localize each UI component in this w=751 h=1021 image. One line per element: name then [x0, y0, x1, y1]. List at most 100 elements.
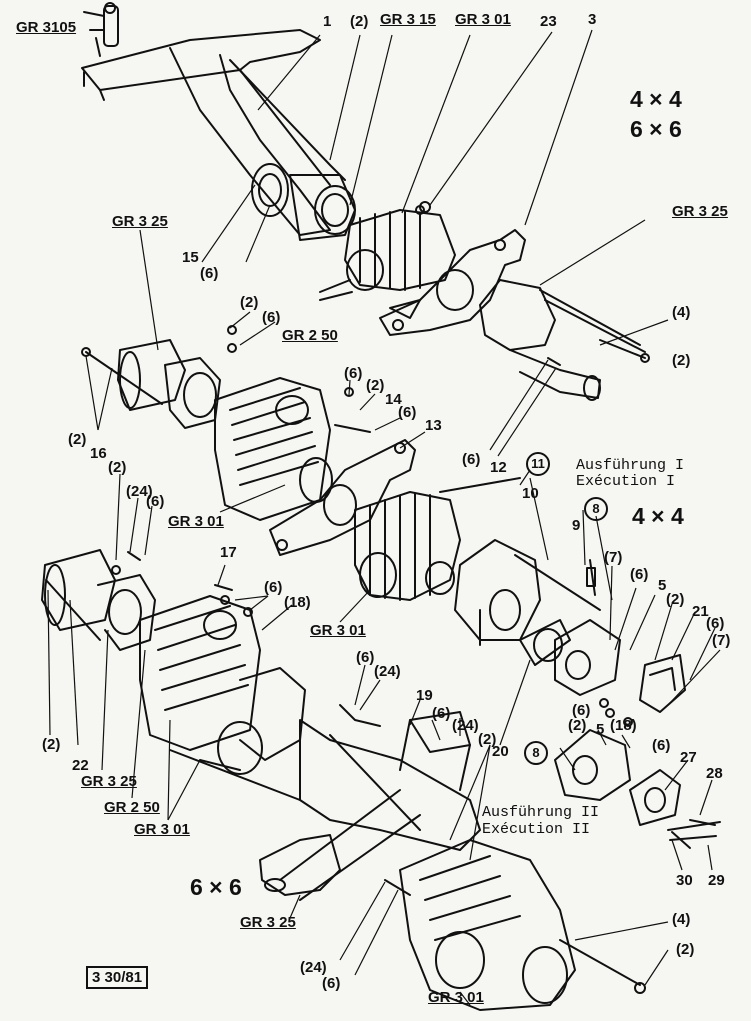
part-6-f: (6) — [264, 579, 283, 596]
ref-gr325-low: GR 3 25 — [81, 773, 137, 790]
lower-left-tube — [41, 549, 156, 651]
part-5-b: 5 — [596, 721, 605, 738]
part-7-a: (7) — [604, 549, 623, 566]
figure-code: 3 30/81 — [86, 966, 149, 989]
execution-2-brackets — [554, 729, 721, 841]
ref-gr301-top: GR 3 01 — [455, 11, 511, 28]
axle-bracket-13 — [269, 439, 416, 556]
part-6-h: (6) — [706, 615, 725, 632]
part-9: 9 — [572, 517, 581, 534]
part-4-lower: (4) — [672, 911, 691, 928]
part-2-g: (2) — [478, 731, 497, 748]
lower-gearbox — [139, 595, 306, 801]
part-12: 12 — [490, 459, 507, 476]
variant-6x6-lower: 6 × 6 — [190, 874, 242, 900]
part-21: 21 — [692, 603, 709, 620]
ref-gr301-mid-left: GR 3 01 — [168, 513, 224, 530]
variant-4x4-heading: 4 × 4 — [630, 86, 682, 112]
leader-lines — [47, 29, 721, 1006]
part-6-g: (6) — [630, 566, 649, 583]
ref-gr3105: GR 3105 — [16, 19, 77, 36]
part-27: 27 — [680, 749, 697, 766]
part-2-f: (2) — [666, 591, 685, 608]
part-6-d: (6) — [462, 451, 481, 468]
lower-axle-housing — [259, 711, 481, 901]
upper-right-housing — [479, 279, 646, 401]
part-2-left: (2) — [68, 431, 87, 448]
ref-gr301-mid: GR 3 01 — [310, 622, 366, 639]
execution-2-fr: Exécution II — [482, 821, 591, 838]
part-6-k: (6) — [572, 702, 591, 719]
part-6-c: (6) — [398, 404, 417, 421]
part-6-a: (6) — [262, 309, 281, 326]
part-18-a: (18) — [284, 594, 311, 611]
tow-pin-assembly — [83, 2, 119, 57]
part-24-a: (24) — [126, 483, 153, 500]
axle-bracket-3 — [379, 229, 526, 336]
execution-1-fr: Exécution I — [576, 473, 676, 490]
part-4-upper: (4) — [672, 304, 691, 321]
ref-gr301-bottom: GR 3 01 — [428, 989, 484, 1006]
part-24-d: (24) — [300, 959, 327, 976]
tie-rod-upper-right — [599, 339, 650, 363]
ref-gr325-right: GR 3 25 — [672, 203, 728, 220]
mid-left-tube — [117, 339, 221, 429]
part-23: 23 — [540, 13, 557, 30]
part-24-b: (24) — [374, 663, 401, 680]
mid-differential — [354, 477, 521, 601]
ref-gr325-left: GR 3 25 — [112, 213, 168, 230]
part-20: 20 — [492, 743, 509, 760]
part-6-i: (6) — [356, 649, 375, 666]
part-2-b: (2) — [366, 377, 385, 394]
part-15: 15 — [182, 249, 199, 266]
execution-1-4x4: 4 × 4 — [632, 503, 684, 529]
part-16: 16 — [90, 445, 107, 462]
ref-gr315: GR 3 15 — [380, 11, 436, 28]
mid-gearbox — [214, 377, 333, 521]
part-29: 29 — [708, 872, 725, 889]
execution-2-de: Ausführung II — [482, 804, 600, 821]
part-2-top: (2) — [350, 13, 369, 30]
part-3: 3 — [588, 11, 597, 28]
bottom-differential — [399, 839, 646, 1011]
part-14: 14 — [385, 391, 402, 408]
part-28: 28 — [706, 765, 723, 782]
part-6-m: (6) — [322, 975, 341, 992]
part-6-j: (6) — [432, 705, 451, 722]
part-19: 19 — [416, 687, 433, 704]
part-2-a: (2) — [240, 294, 259, 311]
part-2-lower: (2) — [676, 941, 695, 958]
part-30: 30 — [676, 872, 693, 889]
part-6-b: (6) — [344, 365, 363, 382]
part-10: 10 — [522, 485, 539, 502]
part-7-b: (7) — [712, 632, 731, 649]
part-11: 11 — [526, 452, 550, 476]
part-8-top: 8 — [584, 497, 608, 521]
execution-1-de: Ausführung I — [576, 457, 685, 474]
part-24-c: (24) — [452, 717, 479, 734]
part-5-a: 5 — [658, 577, 667, 594]
part-6-l: (6) — [652, 737, 671, 754]
part-2-h: (2) — [42, 736, 61, 753]
ref-gr250-low: GR 2 50 — [104, 799, 160, 816]
frame-beam — [81, 29, 356, 241]
part-22: 22 — [72, 757, 89, 774]
top-axle-housing — [319, 201, 456, 301]
part-6-top: (6) — [200, 265, 219, 282]
part-2-e: (2) — [108, 459, 127, 476]
part-8-bottom: 8 — [524, 741, 548, 765]
ref-gr301-low: GR 3 01 — [134, 821, 190, 838]
ref-gr325-bottom: GR 3 25 — [240, 914, 296, 931]
variant-6x6-heading: 6 × 6 — [630, 116, 682, 142]
fasteners — [111, 205, 716, 896]
part-18-b: (18) — [610, 717, 637, 734]
part-2-k: (2) — [568, 717, 587, 734]
part-1: 1 — [323, 13, 332, 30]
ref-gr250-mid: GR 2 50 — [282, 327, 338, 344]
part-17: 17 — [220, 544, 237, 561]
part-6-e: (6) — [146, 493, 165, 510]
part-2-upper-right: (2) — [672, 352, 691, 369]
part-13: 13 — [425, 417, 442, 434]
right-drive-housing — [454, 539, 601, 666]
